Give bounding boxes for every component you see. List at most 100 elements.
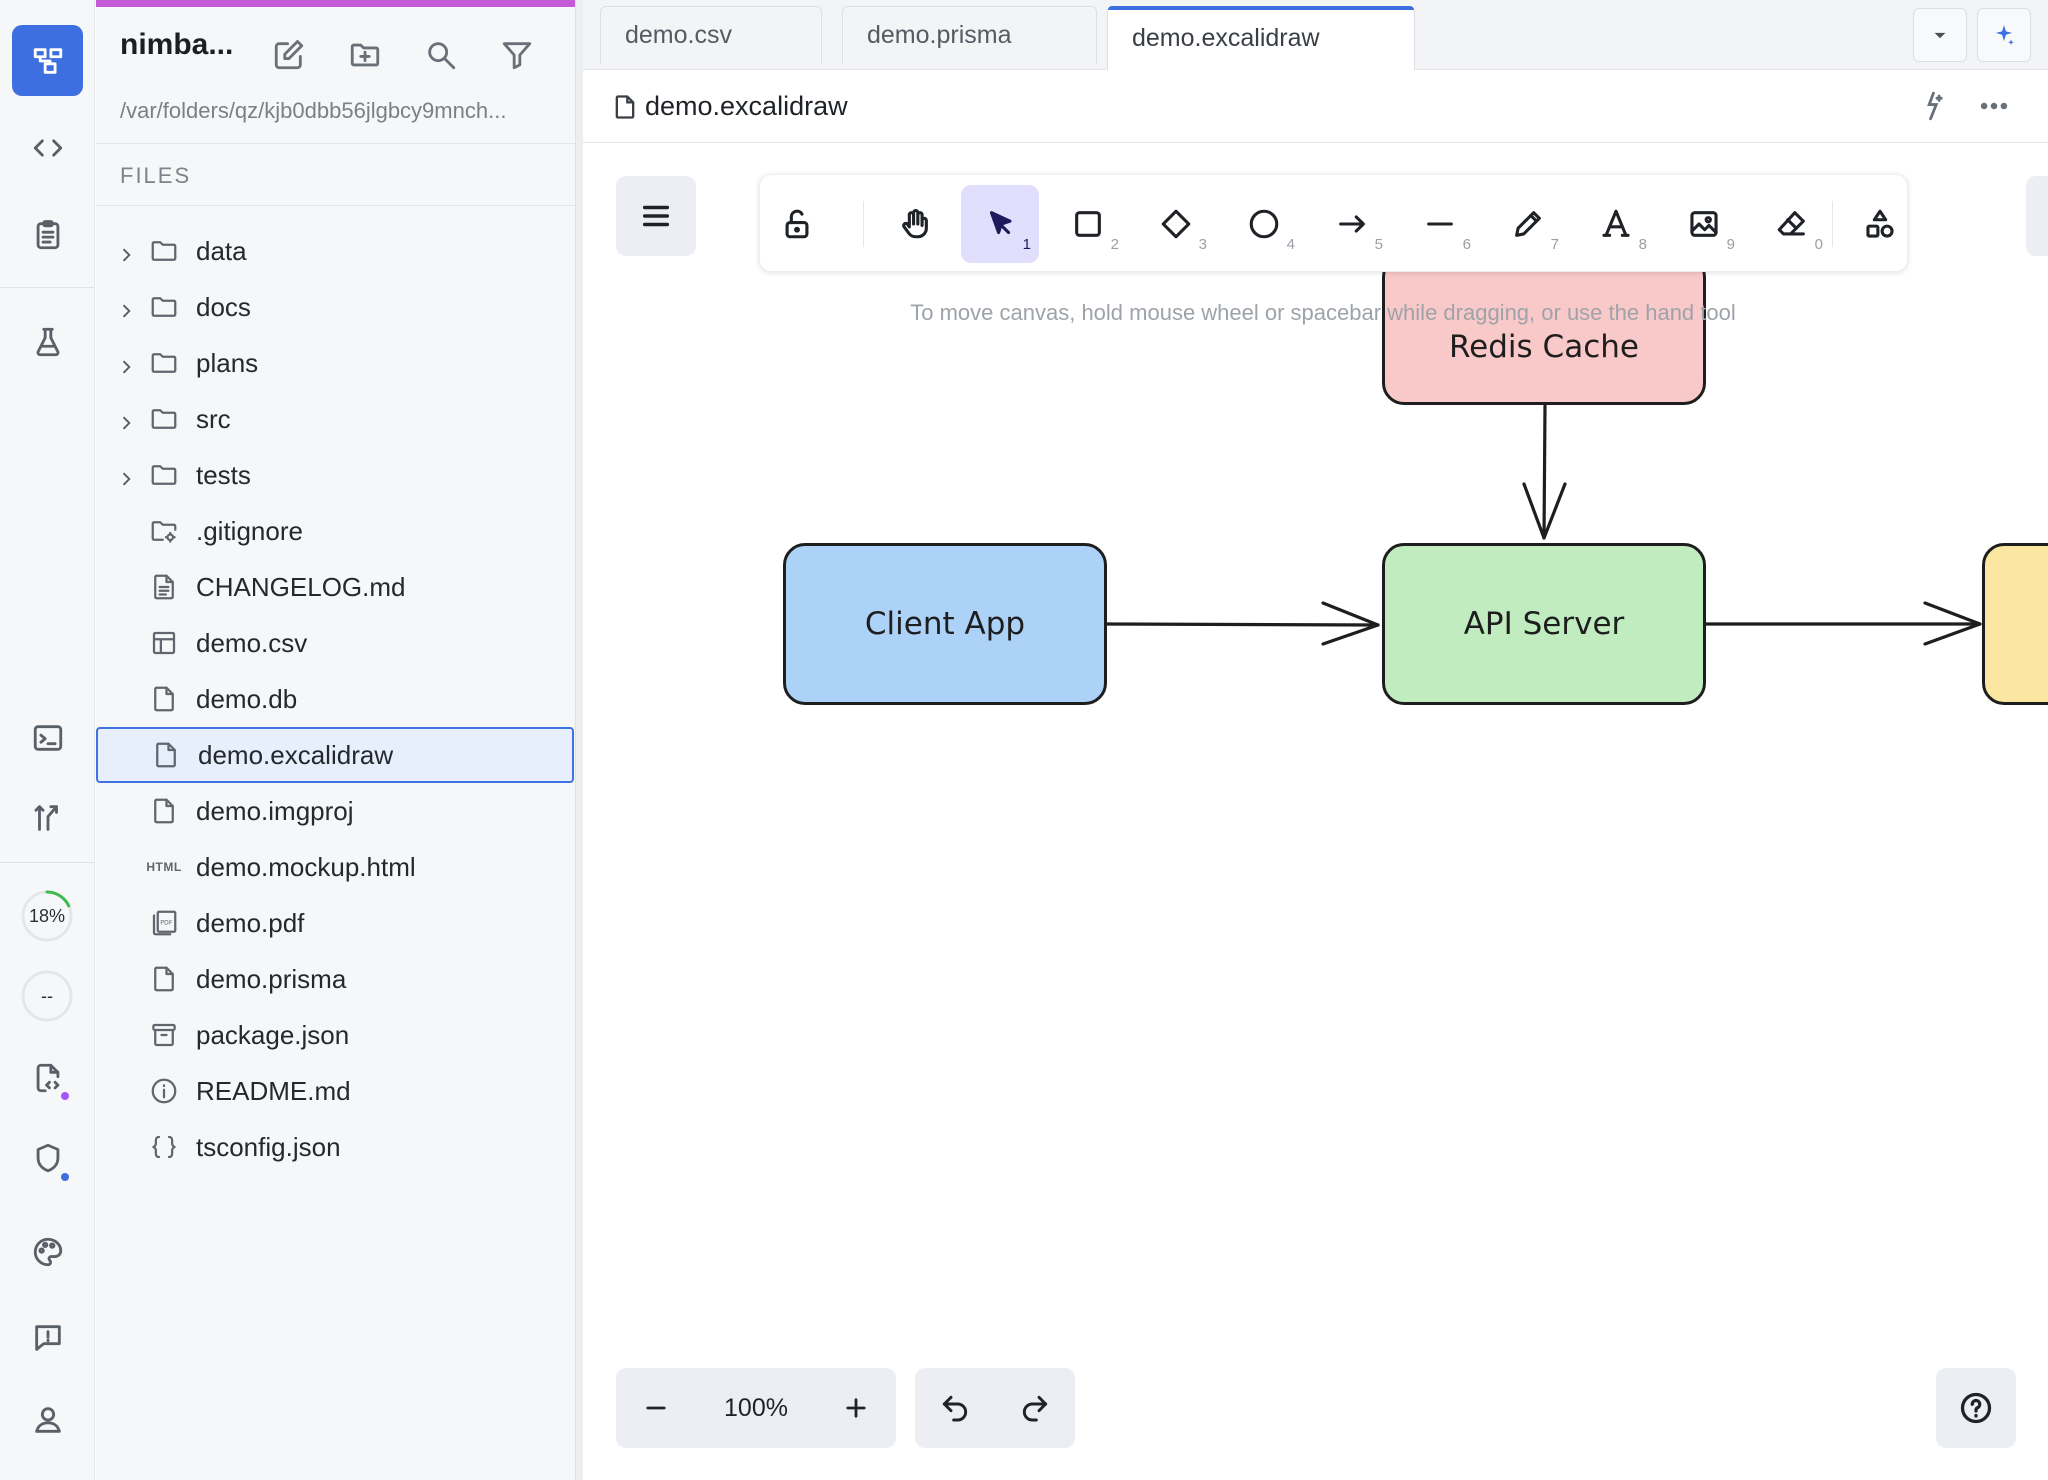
feedback-icon[interactable] bbox=[12, 1302, 83, 1373]
document-text-icon bbox=[148, 571, 180, 603]
ai-action-icon[interactable] bbox=[1915, 89, 1951, 125]
chevron-right-icon[interactable] bbox=[116, 353, 136, 374]
folder-row[interactable]: src bbox=[96, 391, 574, 447]
new-file-icon[interactable] bbox=[272, 38, 308, 74]
account-icon[interactable] bbox=[12, 1384, 83, 1455]
zoom-level[interactable]: 100% bbox=[724, 1394, 788, 1422]
library-toggle[interactable] bbox=[2026, 176, 2048, 256]
text-icon bbox=[1602, 209, 1630, 237]
file-row[interactable]: demo.imgproj bbox=[96, 783, 574, 839]
lock-icon bbox=[785, 209, 809, 239]
arrow-redis-to-api[interactable] bbox=[1542, 404, 1547, 540]
zoom-out-button[interactable] bbox=[616, 1368, 696, 1448]
tool-text[interactable]: 8 bbox=[1577, 185, 1655, 263]
node-label: Redis Cache bbox=[1449, 329, 1639, 365]
file-row[interactable]: demo.db bbox=[96, 671, 574, 727]
node-api-server[interactable]: API Server bbox=[1382, 543, 1706, 705]
activity-bar: 18% -- bbox=[0, 0, 95, 1480]
tool-selection[interactable]: 1 bbox=[961, 185, 1039, 263]
help-icon bbox=[1960, 1392, 1992, 1424]
tool-shortcut-key: 0 bbox=[1814, 236, 1823, 253]
tool-image[interactable]: 9 bbox=[1665, 185, 1743, 263]
file-row[interactable]: .gitignore bbox=[96, 503, 574, 559]
file-name: src bbox=[196, 403, 231, 434]
tool-hand[interactable] bbox=[876, 185, 954, 263]
new-folder-icon[interactable] bbox=[348, 38, 384, 74]
tab-demo-excalidraw[interactable]: demo.excalidraw bbox=[1107, 6, 1415, 70]
tool-line[interactable]: 6 bbox=[1401, 185, 1479, 263]
sidebar-resize-handle[interactable] bbox=[575, 0, 583, 1480]
tool-draw[interactable]: 7 bbox=[1489, 185, 1567, 263]
shield-icon[interactable] bbox=[12, 1122, 83, 1193]
app-logo-icon[interactable] bbox=[12, 25, 83, 96]
sparkle-icon bbox=[1995, 25, 2014, 46]
file-name: tsconfig.json bbox=[196, 1131, 341, 1162]
chevron-right-icon[interactable] bbox=[116, 297, 136, 318]
code-icon[interactable] bbox=[12, 112, 83, 183]
flask-icon[interactable] bbox=[12, 306, 83, 377]
file-row[interactable]: demo.prisma bbox=[96, 951, 574, 1007]
tool-arrow[interactable]: 5 bbox=[1313, 185, 1391, 263]
redo-button[interactable] bbox=[995, 1368, 1075, 1448]
folder-row[interactable]: data bbox=[96, 223, 574, 279]
filter-icon[interactable] bbox=[500, 38, 536, 74]
tab-demo-prisma[interactable]: demo.prisma bbox=[842, 6, 1097, 64]
help-button[interactable] bbox=[1936, 1368, 2016, 1448]
toolbar-divider bbox=[863, 201, 864, 247]
tool-rectangle[interactable]: 2 bbox=[1049, 185, 1127, 263]
project-name[interactable]: nimba... bbox=[120, 28, 234, 61]
progress-ring[interactable]: 18% bbox=[20, 889, 74, 943]
tool-more-shapes[interactable] bbox=[1841, 185, 1919, 263]
clipboard-icon[interactable] bbox=[12, 199, 83, 270]
chevron-right-icon[interactable] bbox=[116, 241, 136, 262]
terminal-icon[interactable] bbox=[12, 702, 83, 773]
tab-label: demo.excalidraw bbox=[1132, 24, 1320, 52]
minus-icon bbox=[646, 1406, 666, 1410]
file-icon bbox=[611, 93, 639, 121]
activity-divider bbox=[0, 287, 94, 288]
file-row[interactable]: demo.csv bbox=[96, 615, 574, 671]
file-name: tests bbox=[196, 459, 251, 490]
node-client-app[interactable]: Client App bbox=[783, 543, 1107, 705]
file-title: demo.excalidraw bbox=[645, 91, 848, 121]
file-row[interactable]: README.md bbox=[96, 1063, 574, 1119]
chevron-right-icon[interactable] bbox=[116, 465, 136, 486]
tool-diamond[interactable]: 3 bbox=[1137, 185, 1215, 263]
zoom-controls: 100% bbox=[616, 1368, 896, 1448]
tab-demo-csv[interactable]: demo.csv bbox=[600, 6, 822, 64]
tool-eraser[interactable]: 0 bbox=[1753, 185, 1831, 263]
tool-shortcut-key: 3 bbox=[1198, 236, 1207, 253]
sidebar-divider bbox=[96, 143, 575, 144]
search-icon[interactable] bbox=[424, 38, 460, 74]
tool-ellipse[interactable]: 4 bbox=[1225, 185, 1303, 263]
file-row[interactable]: CHANGELOG.md bbox=[96, 559, 574, 615]
folder-row[interactable]: plans bbox=[96, 335, 574, 391]
main-menu-button[interactable] bbox=[616, 176, 696, 256]
node-offscreen[interactable] bbox=[1982, 543, 2048, 705]
folder-row[interactable]: tests bbox=[96, 447, 574, 503]
diagram-arrows bbox=[1104, 404, 1982, 646]
ai-assistant-button[interactable] bbox=[1977, 8, 2031, 62]
zoom-in-button[interactable] bbox=[816, 1368, 896, 1448]
file-row[interactable]: demo.excalidraw bbox=[96, 727, 574, 783]
node-redis-cache[interactable]: Redis Cache bbox=[1382, 255, 1706, 405]
palette-icon[interactable] bbox=[12, 1216, 83, 1287]
status-indicator[interactable]: -- bbox=[20, 969, 74, 1023]
hand-icon bbox=[902, 209, 928, 239]
arrow-client-to-api[interactable] bbox=[1104, 622, 1380, 627]
file-name: CHANGELOG.md bbox=[196, 571, 406, 602]
chevron-right-icon[interactable] bbox=[116, 409, 136, 430]
file-code-icon[interactable] bbox=[12, 1042, 83, 1113]
tool-shortcut-key: 9 bbox=[1726, 236, 1735, 253]
file-row[interactable]: tsconfig.json bbox=[96, 1119, 574, 1175]
tool-lock[interactable] bbox=[758, 185, 836, 263]
more-options-icon[interactable] bbox=[1977, 89, 2013, 125]
undo-button[interactable] bbox=[915, 1368, 995, 1448]
git-branch-icon[interactable] bbox=[12, 782, 83, 853]
tab-list-dropdown[interactable] bbox=[1913, 8, 1967, 62]
folder-row[interactable]: docs bbox=[96, 279, 574, 335]
file-row[interactable]: package.json bbox=[96, 1007, 574, 1063]
